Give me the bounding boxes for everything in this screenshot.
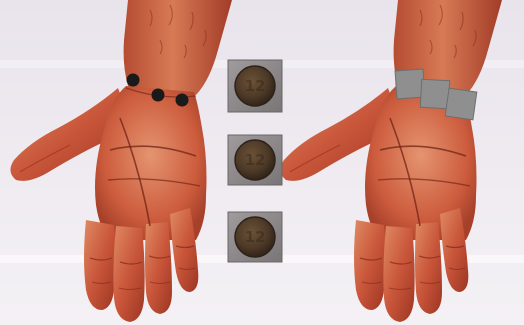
square-marker: [420, 79, 449, 108]
point-marker: [127, 74, 140, 87]
coin-label: 12: [245, 151, 266, 169]
coin-tile: 12: [228, 135, 282, 185]
coin-tile: 12: [228, 212, 282, 262]
coin-label: 12: [245, 77, 266, 95]
point-marker: [152, 89, 165, 102]
point-marker: [176, 94, 189, 107]
coin-label: 12: [245, 228, 266, 246]
square-marker: [445, 88, 477, 120]
coin-tile: 12: [228, 60, 282, 112]
